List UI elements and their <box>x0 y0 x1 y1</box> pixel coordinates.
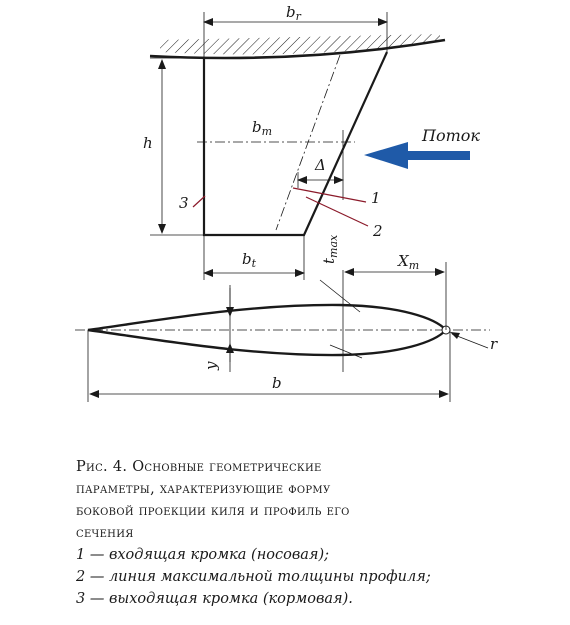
dimension-h <box>150 57 204 236</box>
label-1: 1 <box>371 189 381 207</box>
figure-caption: Рис. 4. Основные геометрические параметр… <box>76 456 556 610</box>
dimension-b-r <box>203 12 388 60</box>
caption-title-line: параметры, характеризующие форму <box>76 481 331 497</box>
caption-item-2: 2 — линия максимальной толщины профиля; <box>76 569 431 585</box>
caption-title-line: сечения <box>76 525 134 541</box>
label-b-m: bm <box>252 118 272 138</box>
fin-geometry-diagram: br h bm Δ Поток 1 2 3 bt tmax Xm y b r <box>75 3 498 402</box>
label-r: r <box>490 335 498 353</box>
flow-arrow <box>364 142 470 169</box>
label-b: b <box>272 374 282 392</box>
caption-title-line: Рис. 4. Основные геометрические <box>76 459 322 475</box>
label-flow: Поток <box>421 126 480 145</box>
caption-title-line: боковой проекции киля и профиль его <box>76 503 350 519</box>
label-b-r: br <box>286 3 302 23</box>
label-y: y <box>202 361 220 371</box>
label-2: 2 <box>372 222 383 240</box>
fin-side-projection <box>197 51 389 237</box>
callout-lines <box>192 187 369 227</box>
caption-item-1: 1 — входящая кромка (носовая); <box>76 547 330 563</box>
label-x-m: Xm <box>397 252 419 272</box>
caption-item-3: 3 — выходящая кромка (кормовая). <box>76 591 353 607</box>
label-t-max: tmax <box>320 234 340 264</box>
hull-boundary <box>149 34 446 60</box>
airfoil-profile <box>75 262 490 402</box>
label-h: h <box>143 134 153 152</box>
label-b-t: bt <box>242 250 257 270</box>
label-delta: Δ <box>314 156 326 174</box>
dimension-b-t <box>203 235 305 280</box>
label-3: 3 <box>179 194 189 212</box>
